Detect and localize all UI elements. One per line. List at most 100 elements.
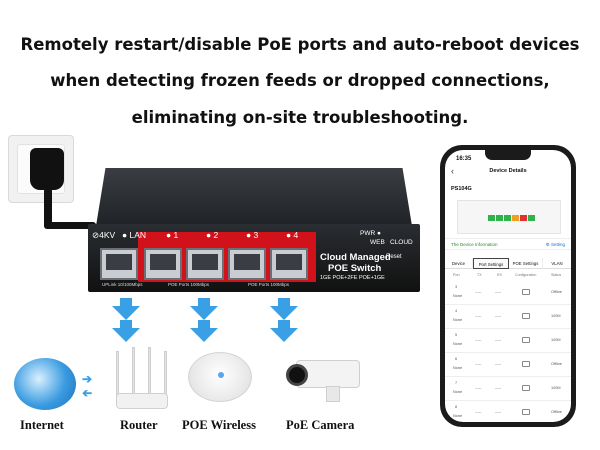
tab-port-settings[interactable]: Port Settings (473, 258, 509, 269)
row-status: Offline (551, 290, 562, 294)
phone-screen: 16:35 ‹ Device Details PS104G The Device… (445, 150, 571, 422)
poe-port-1 (144, 248, 182, 280)
config-icon[interactable] (522, 313, 530, 319)
row-port-sub: None (453, 414, 463, 418)
switch-top (96, 168, 412, 226)
header-rx: RX (497, 273, 502, 277)
row-port-sub: None (453, 342, 463, 346)
app-title: Device Details (489, 168, 527, 174)
setting-link[interactable]: ⚙ Setting (545, 242, 565, 247)
tab-bar: Device Port Settings POE Settings VLAN (445, 258, 571, 269)
row-rx: ----- (495, 290, 502, 294)
label-router: Router (120, 418, 158, 432)
port-label-1: ● 1 (166, 230, 179, 240)
app-title-bar: ‹ Device Details (445, 166, 571, 178)
poe-port-2 (186, 248, 224, 280)
row-port: 6 (455, 357, 458, 361)
row-rx: ----- (495, 338, 502, 342)
power-cable-horizontal (44, 222, 96, 229)
phone-notch (485, 150, 531, 160)
row-port-sub: None (453, 294, 463, 298)
pwr-label: PWR ● (360, 230, 381, 237)
row-port: 8 (455, 405, 458, 409)
row-port-sub: None (453, 390, 463, 394)
config-icon[interactable] (522, 289, 530, 295)
header-tx: TX (477, 273, 482, 277)
config-icon[interactable] (522, 409, 530, 415)
web-label: WEB (370, 239, 385, 246)
uplink-tiny-label: UPLink 10/100Mbps (102, 282, 143, 287)
config-icon[interactable] (522, 385, 530, 391)
cloud-label: CLOUD (390, 239, 413, 246)
row-port: 4 (455, 309, 458, 313)
poe-port-4 (270, 248, 308, 280)
label-internet: Internet (20, 418, 64, 432)
poe-tiny-label-2: POE Ports 100Mbps (248, 282, 290, 287)
table-header: Port TX RX Configuration Status (445, 272, 571, 280)
headline-line-2: when detecting frozen feeds or dropped c… (50, 71, 550, 90)
header-status: Status (551, 273, 562, 277)
arrow-left-icon: ➔ (82, 386, 93, 400)
row-tx: ----- (475, 290, 482, 294)
port-label-4: ● 4 (286, 230, 299, 240)
back-icon[interactable]: ‹ (451, 166, 454, 176)
headline-line-3: eliminating on-site troubleshooting. (131, 108, 469, 127)
config-icon[interactable] (522, 337, 530, 343)
label-poe-wireless: POE Wireless (182, 418, 256, 432)
row-status: 100M (551, 314, 561, 318)
row-rx: ----- (495, 314, 502, 318)
power-cable (44, 188, 52, 228)
brand-line-2: POE Switch (328, 263, 382, 274)
device-info-bar: The Device Information ⚙ Setting (445, 238, 571, 250)
row-status: 100M (551, 386, 561, 390)
tab-poe-settings[interactable]: POE Settings (509, 258, 543, 269)
row-status: Offline (551, 410, 562, 414)
smartphone: 16:35 ‹ Device Details PS104G The Device… (440, 145, 576, 427)
row-port: 7 (455, 381, 458, 385)
config-icon[interactable] (522, 361, 530, 367)
row-port-sub: None (453, 366, 463, 370)
row-tx: ----- (475, 386, 482, 390)
row-rx: ----- (495, 386, 502, 390)
row-tx: ----- (475, 338, 482, 342)
row-port-sub: None (453, 318, 463, 322)
row-port: 5 (455, 333, 458, 337)
poe-switch: ⊘4KV ● LAN ● 1 ● 2 ● 3 ● 4 PWR ● WEB CLO… (88, 168, 420, 292)
row-tx: ----- (475, 314, 482, 318)
row-tx: ----- (475, 410, 482, 414)
row-rx: ----- (495, 410, 502, 414)
lan-label: ● LAN (122, 230, 147, 240)
device-info-label: The Device Information (451, 242, 498, 247)
header-configuration: Configuration (515, 273, 537, 277)
port-label-3: ● 3 (246, 230, 259, 240)
header-port: Port (453, 273, 460, 277)
label-poe-camera: PoE Camera (286, 418, 355, 432)
router-image (110, 347, 172, 409)
row-rx: ----- (495, 362, 502, 366)
row-port: 3 (455, 285, 458, 289)
surge-label: ⊘4KV (92, 230, 116, 240)
row-status: 100M (551, 338, 561, 342)
poe-tiny-label-1: POE Ports 100Mbps (168, 282, 210, 287)
tab-vlan[interactable]: VLAN (551, 261, 563, 266)
power-plug (30, 148, 64, 190)
poe-port-3 (228, 248, 266, 280)
wireless-ap-image (188, 352, 252, 402)
internet-globe-icon (14, 358, 76, 410)
poe-camera-image (286, 358, 362, 402)
tab-device[interactable]: Device (445, 258, 473, 269)
model-label: 1GE POE+2FE POE+1GE (320, 275, 385, 281)
device-name: PS104G (451, 186, 472, 192)
row-status: Offline (551, 362, 562, 366)
switch-diagram (457, 200, 561, 234)
port-label-2: ● 2 (206, 230, 219, 240)
row-tx: ----- (475, 362, 482, 366)
headline-line-1: Remotely restart/disable PoE ports and a… (20, 35, 580, 54)
uplink-port (100, 248, 138, 280)
